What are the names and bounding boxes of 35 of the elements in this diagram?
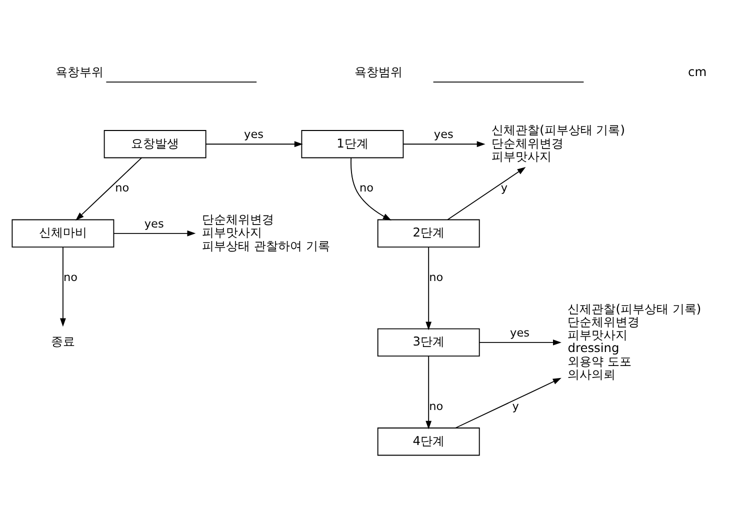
edge-label: yes — [144, 216, 164, 230]
node-box: 1단계 — [301, 130, 404, 158]
edge-label: yes — [244, 128, 264, 141]
edge-label: yes — [510, 326, 530, 339]
arrow — [426, 355, 432, 429]
edge-label: no — [429, 399, 444, 412]
arrow — [402, 140, 486, 147]
edge-label: yes — [434, 128, 454, 141]
node-box: 신체마비 — [12, 218, 114, 247]
arrow — [76, 156, 142, 220]
node-box: 2단계 — [377, 218, 480, 247]
arrow — [60, 246, 66, 326]
node-text: 종료 — [50, 334, 75, 348]
node-box: 요창발생 — [104, 130, 206, 158]
arrow — [350, 157, 392, 220]
arrow — [479, 338, 562, 345]
arrow — [455, 377, 562, 428]
node-text: 신제관찰(피부상태 기록) 단순체위변경 피부맛사지 dressing 외용약 도포 의사의뢰 — [568, 301, 702, 382]
label: 욕창부위 — [55, 64, 104, 78]
node-text: 신체관찰(피부상태 기록) 단순체위변경 피부맛사지 — [492, 122, 625, 163]
edge-label: no — [63, 270, 78, 284]
edge-label: no — [360, 181, 374, 194]
arrow — [447, 166, 526, 220]
edge-label: no — [429, 270, 444, 284]
edge-label: y — [500, 181, 508, 194]
edge-label: y — [512, 399, 519, 412]
label: cm — [688, 64, 707, 78]
node-text: 단순체위변경 피부맛사지 피부상태 관찰하여 기록 — [202, 212, 330, 252]
arrow — [205, 140, 303, 147]
edge-label: no — [115, 181, 130, 194]
node-box: 4단계 — [377, 427, 480, 456]
node-box: 3단계 — [377, 328, 480, 356]
arrow — [113, 230, 196, 236]
arrow — [426, 246, 432, 330]
label: 욕창범위 — [354, 64, 402, 78]
